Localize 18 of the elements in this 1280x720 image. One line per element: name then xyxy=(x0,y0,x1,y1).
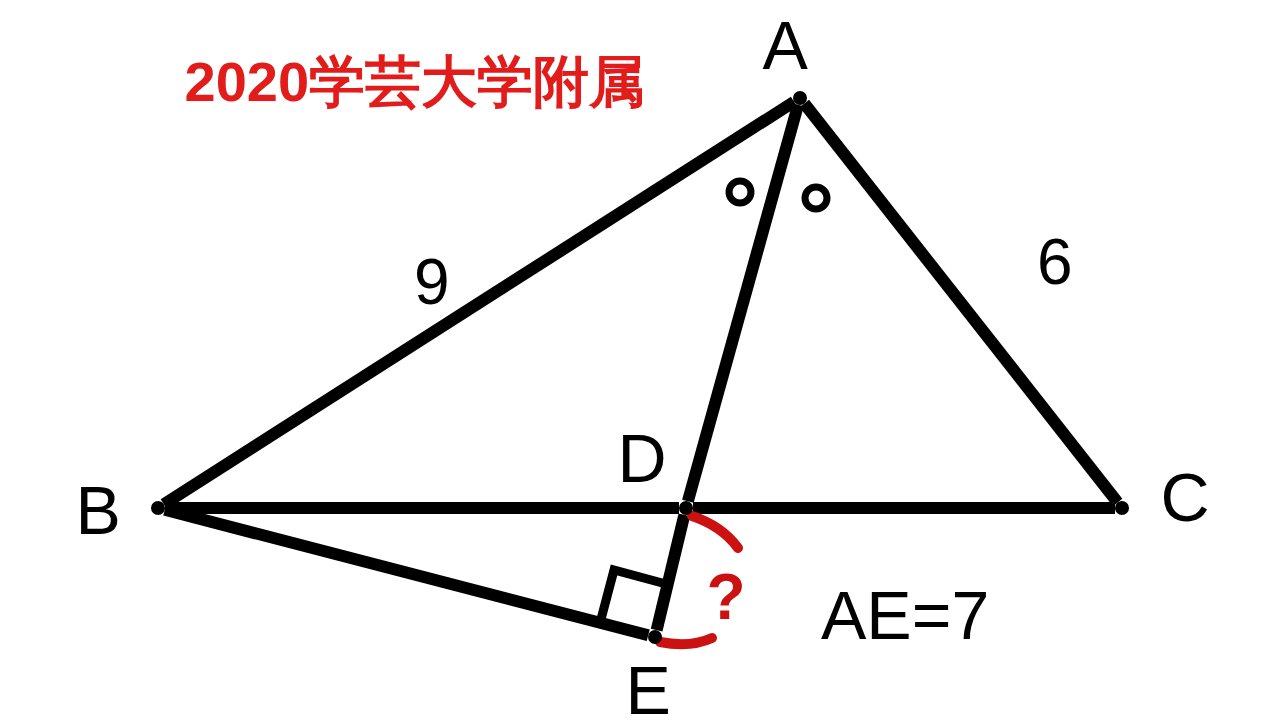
vertex-label: E xyxy=(625,656,671,720)
vertex-point xyxy=(1115,501,1129,515)
line-segment xyxy=(799,99,1123,507)
vertex-point xyxy=(151,501,165,515)
vertex-point xyxy=(648,630,662,644)
line-segment xyxy=(650,513,691,632)
vertex-label: D xyxy=(617,424,667,492)
title: 2020学芸大学附属 xyxy=(184,54,646,110)
question-mark: ? xyxy=(706,565,746,629)
vertex-point xyxy=(793,91,807,105)
vertex-label: A xyxy=(762,11,808,79)
length-note: AE=7 xyxy=(821,581,990,649)
line-segment xyxy=(165,502,679,514)
vertex-point xyxy=(679,501,693,515)
vertex-label: C xyxy=(1160,463,1210,531)
vertex-label: B xyxy=(75,476,121,544)
line-segment xyxy=(682,103,804,503)
line-segment xyxy=(693,502,1115,514)
